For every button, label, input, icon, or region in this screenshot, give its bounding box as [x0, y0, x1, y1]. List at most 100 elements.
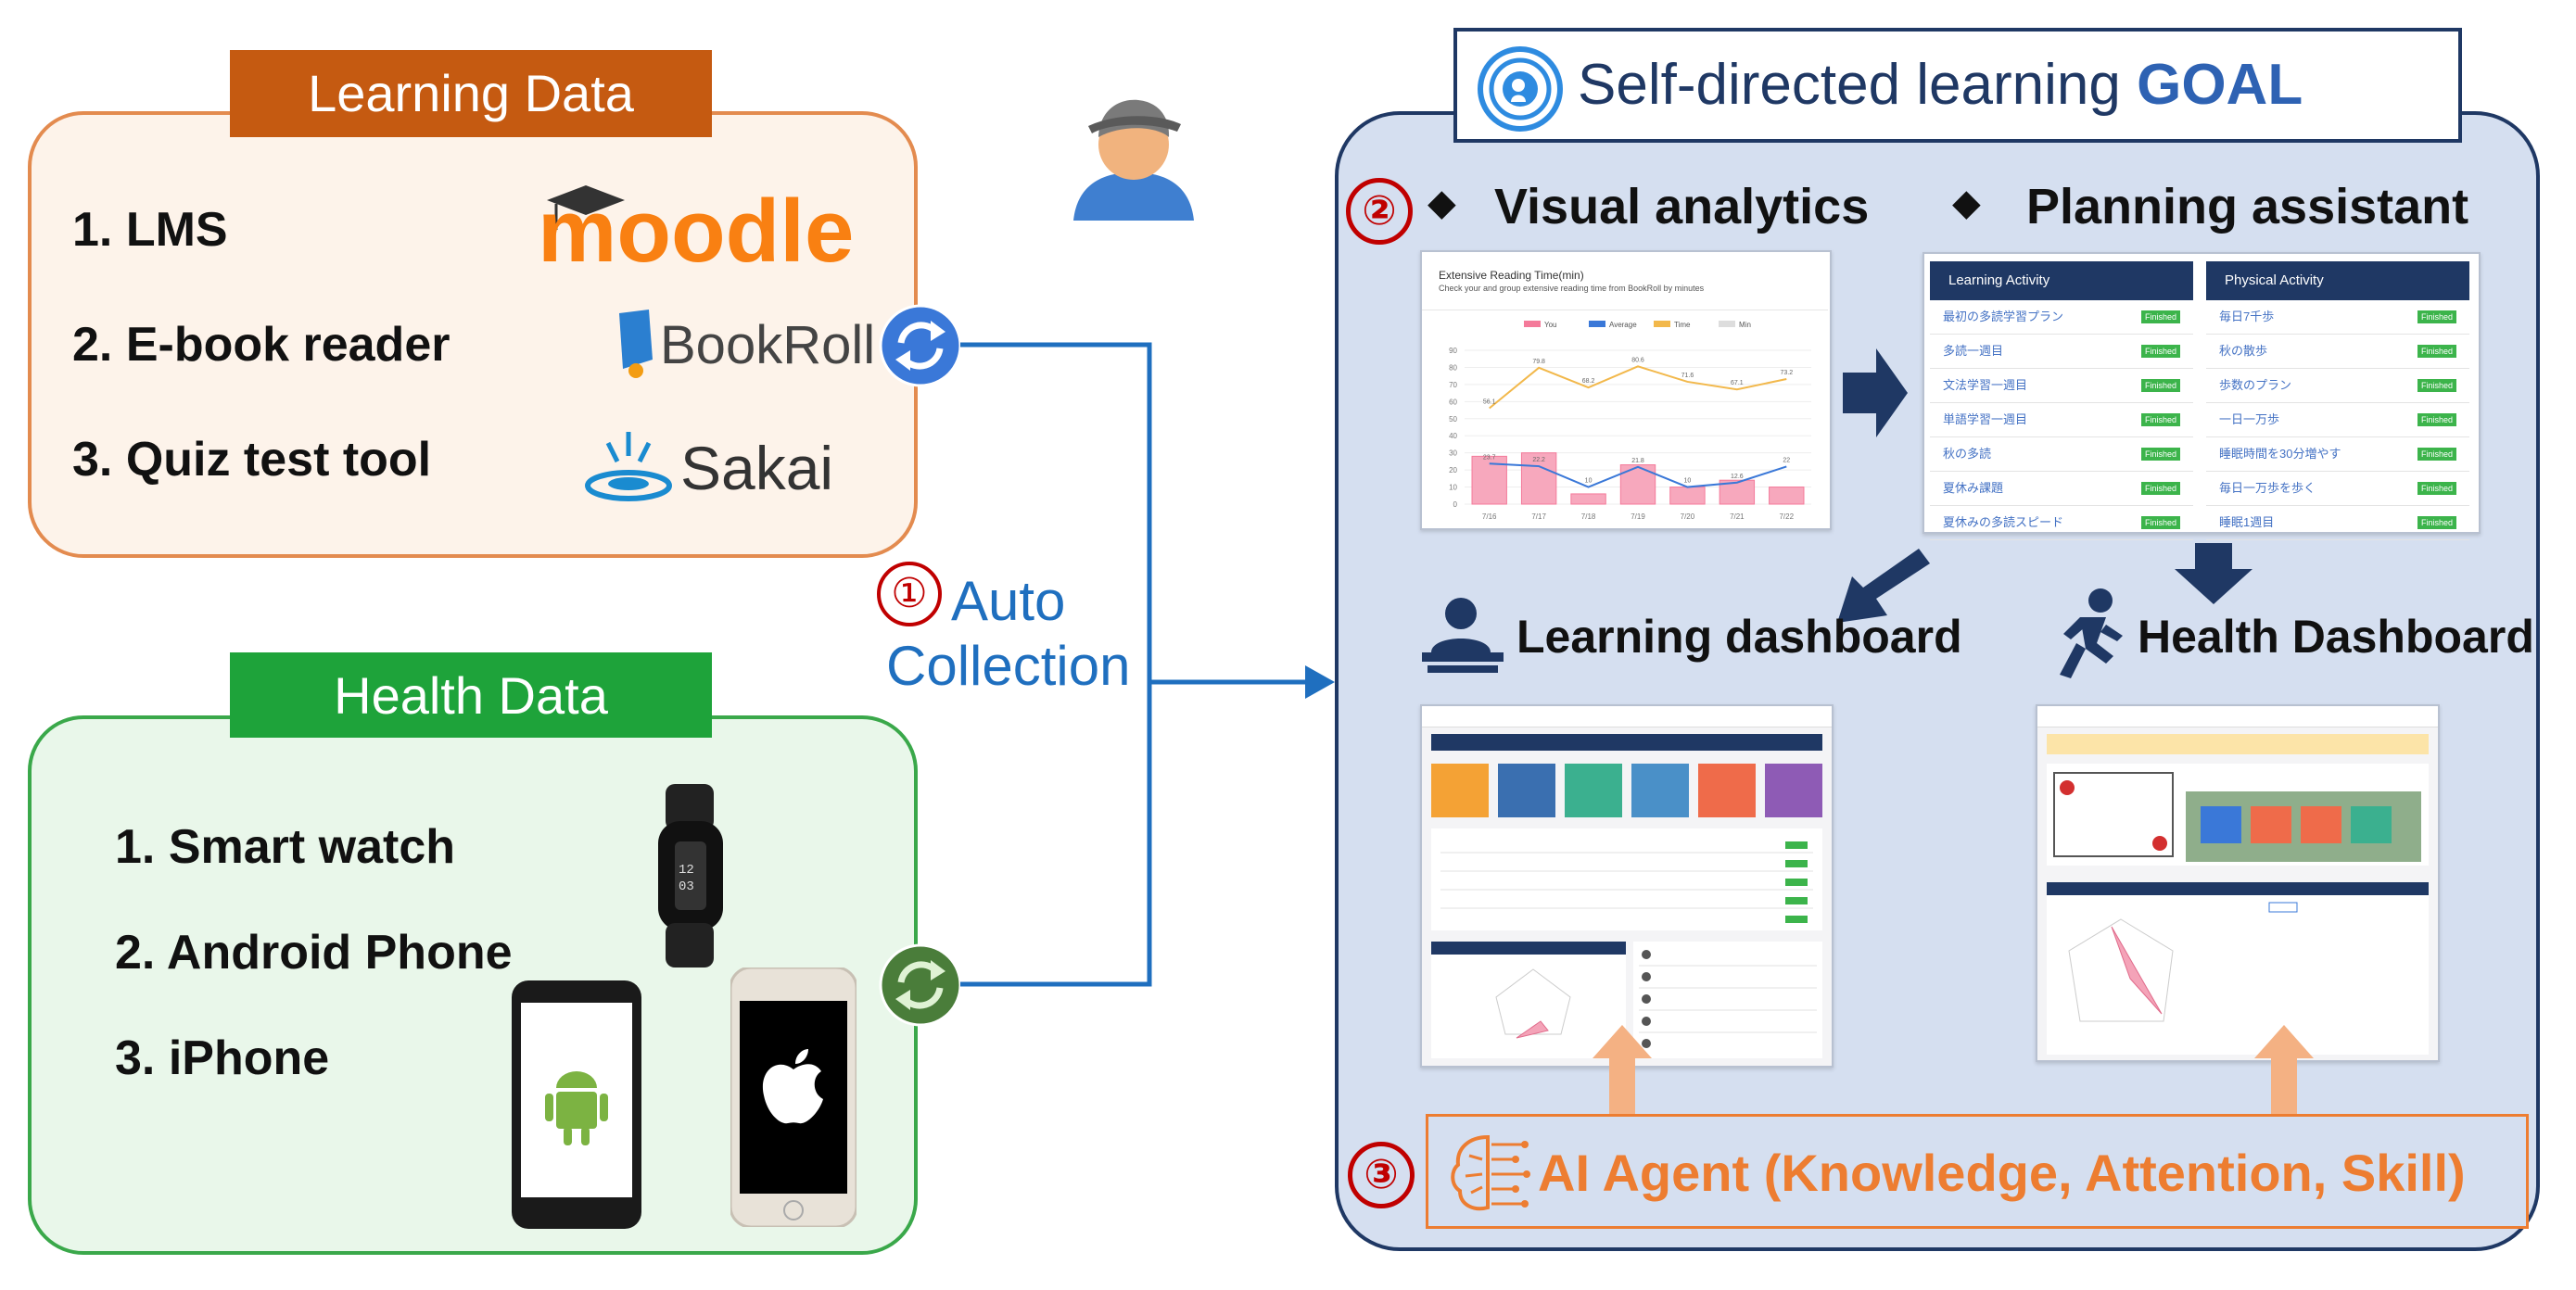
data-label: 79.8: [1532, 359, 1545, 365]
mini-chart-subtitle: Check your and group extensive reading t…: [1439, 284, 1705, 293]
data-label: 22.2: [1532, 457, 1545, 463]
bar: [1619, 464, 1656, 505]
list-item-label: 単語学習一週目: [1943, 412, 2028, 426]
ai-agent-box: AI Agent (Knowledge, Attention, Skill): [1426, 1114, 2529, 1229]
data-label: 21.8: [1631, 458, 1644, 464]
auto-collection-line2: Collection: [886, 635, 1131, 697]
list-item-label: 最初の多読学習プラン: [1943, 310, 2064, 323]
status-badge: Finished: [2417, 482, 2456, 495]
learning-data-panel: [28, 111, 918, 558]
radar-card: [1431, 942, 1626, 1058]
health-data-header: Health Data: [230, 652, 712, 738]
list-item-label: 睡眠時間を30分増やす: [2219, 447, 2341, 461]
list-item-label: 多読一週目: [1943, 344, 2004, 358]
ai-agent-label: AI Agent (Knowledge, Attention, Skill): [1538, 1144, 2466, 1202]
data-label: 80.6: [1631, 357, 1644, 363]
x-tick-label: 7/19: [1631, 512, 1645, 521]
list-item-label: 秋の多読: [1943, 447, 1992, 461]
android-phone-icon: [512, 980, 641, 1233]
bar: [1520, 452, 1557, 505]
x-tick-label: 7/16: [1482, 512, 1497, 521]
planning-assistant-label: Planning assistant: [2026, 179, 2469, 234]
bullet-diamond: ◆: [1952, 183, 1981, 223]
y-tick-label: 90: [1449, 347, 1457, 355]
sakai-logo-text: Sakai: [680, 434, 833, 502]
x-tick-label: 7/18: [1581, 512, 1596, 521]
learning-data-header: Learning Data: [230, 50, 712, 137]
bullet-diamond: ◆: [1428, 183, 1456, 223]
legend-label: Average: [1609, 321, 1637, 329]
status-badge: Finished: [2417, 345, 2456, 358]
health-radar-card: [2047, 882, 2429, 1055]
step-1-marker: ①: [877, 562, 942, 626]
arrow-up-icon: [2254, 1025, 2314, 1122]
data-label: 10: [1585, 478, 1593, 485]
activity-list: [1431, 828, 1822, 930]
legend-label: Time: [1674, 321, 1691, 329]
visual-analytics-screenshot: Extensive Reading Time(min) Check your a…: [1420, 250, 1832, 530]
health-dashboard-screenshot: [2036, 704, 2440, 1062]
x-tick-label: 7/20: [1681, 512, 1695, 521]
y-tick-label: 40: [1449, 432, 1457, 440]
physical-activity-header: Physical Activity: [2206, 261, 2469, 300]
visual-analytics-label: Visual analytics: [1494, 179, 1870, 234]
learning-item-lms: 1. LMS: [72, 203, 228, 257]
series-line-average: [1489, 462, 1787, 488]
runner-icon: [2039, 586, 2128, 696]
goal-title-highlight: GOAL: [2137, 53, 2303, 117]
legend-swatch: [1719, 321, 1735, 327]
title-bar: [2047, 734, 2429, 754]
smartwatch-icon: 12 03: [630, 784, 751, 974]
bookroll-logo-text: BookRoll: [660, 315, 875, 375]
sakai-logo: Sakai: [584, 423, 853, 511]
y-tick-label: 20: [1449, 466, 1457, 474]
svg-text:12: 12: [679, 863, 694, 878]
data-label: 68.2: [1582, 378, 1595, 385]
status-badge: Finished: [2140, 482, 2180, 495]
list-item: 秋の散歩 Finished: [2206, 335, 2469, 369]
list-item-label: 秋の散歩: [2219, 344, 2268, 358]
data-label: 71.6: [1681, 373, 1694, 379]
x-tick-label: 7/21: [1730, 512, 1745, 521]
tile-row: [1431, 764, 1824, 824]
learning-item-quiz: 3. Quiz test tool: [72, 433, 432, 487]
legend-swatch: [1654, 321, 1670, 327]
list-item-label: 夏休み課題: [1943, 481, 2004, 495]
goal-title-box: Self-directed learning GOAL: [1453, 28, 2462, 143]
status-badge: Finished: [2140, 448, 2180, 461]
bar: [1719, 479, 1756, 505]
goal-title: Self-directed learning GOAL: [1578, 52, 2303, 118]
overview-card: [2047, 764, 2429, 866]
arrow-up-icon: [1593, 1025, 1652, 1122]
auto-collection-connector: [0, 0, 1344, 1024]
list-item: 最初の多読学習プラン Finished: [1930, 300, 2193, 335]
health-item-smartwatch: 1. Smart watch: [115, 820, 456, 874]
brain-circuit-icon: [1447, 1132, 1530, 1220]
menu-card: [1633, 942, 1822, 1058]
iphone-icon: [729, 966, 858, 1232]
x-tick-label: 7/22: [1779, 512, 1794, 521]
list-item-label: 夏休みの多読スピード: [1943, 515, 2064, 529]
bar: [1669, 487, 1706, 505]
data-label: 67.1: [1731, 380, 1744, 386]
status-badge: Finished: [2140, 310, 2180, 323]
y-tick-label: 60: [1449, 398, 1457, 406]
status-badge: Finished: [2417, 413, 2456, 426]
health-item-android: 2. Android Phone: [115, 926, 513, 980]
x-tick-label: 7/17: [1531, 512, 1546, 521]
moodle-logo-text: moodle: [538, 182, 854, 274]
y-tick-label: 80: [1449, 363, 1457, 372]
learning-dashboard-screenshot: [1420, 704, 1834, 1068]
data-label: 10: [1684, 478, 1692, 485]
bookroll-logo: BookRoll: [612, 304, 890, 392]
legend-swatch: [1524, 321, 1541, 327]
status-badge: Finished: [2140, 379, 2180, 392]
